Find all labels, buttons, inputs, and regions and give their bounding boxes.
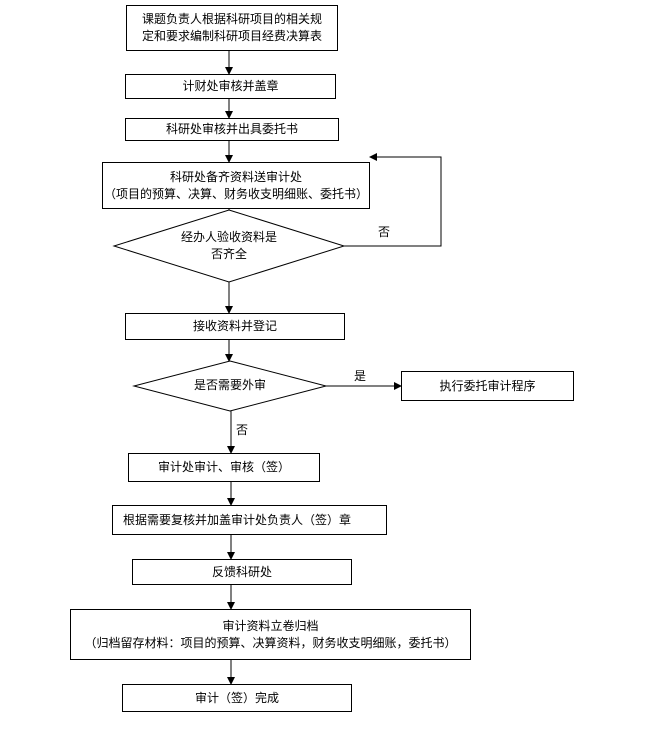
step-research-office-review: 科研处审核并出具委托书 [125,118,339,141]
step-archive-audit-materials: 审计资料立卷归档 （归档留存材料：项目的预算、决算资料，财务收支明细账，委托书） [70,609,471,660]
step-finance-review-stamp: 计财处审核并盖章 [125,74,336,99]
label-no-loop: 否 [378,225,391,239]
label-yes-external: 是 [354,369,367,383]
step-feedback-research-office: 反馈科研处 [132,559,352,585]
step-send-materials-to-audit: 科研处备齐资料送审计处 （项目的预算、决算、财务收支明细账、委托书） [102,162,370,209]
step-receive-register: 接收资料并登记 [125,313,345,340]
step-prepare-budget-statement: 课题负责人根据科研项目的相关规 定和要求编制科研项目经费决算表 [126,5,338,51]
decision-diamond-materials-complete [112,209,346,283]
step-audit-complete: 审计（签）完成 [122,684,352,712]
decision-text-external-audit: 是否需要外审 [193,378,266,392]
step-recheck-stamp: 根据需要复核并加盖审计处负责人（签）章 [112,505,387,535]
label-no-internal: 否 [236,423,249,437]
loop-no-d1-n4 [344,153,442,247]
step-execute-entrusted-audit: 执行委托审计程序 [401,371,574,401]
decision-diamond-external-audit [132,360,328,412]
step-audit-review-sign: 审计处审计、审核（签） [128,453,320,482]
decision-text-materials-complete: 经办人验收资料是 否齐全 [180,230,277,261]
